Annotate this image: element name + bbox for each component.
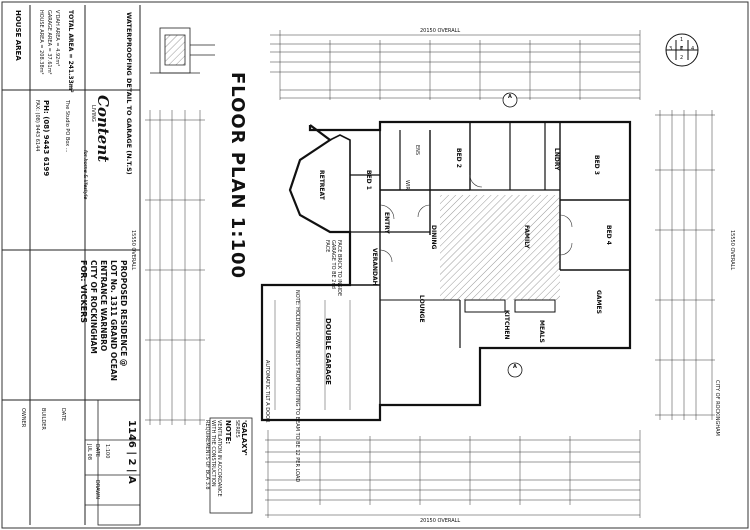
top-overall-dim: 20150 OVERALL (420, 28, 461, 34)
sheet-marker-1: 1 (680, 37, 684, 43)
project-lot: LOT No. 1311 GRAND OCEAN (109, 260, 118, 381)
house-area-label: HOUSE AREA = (38, 10, 44, 49)
room-retreat: RETREAT (318, 170, 325, 200)
scale-value: 1:100 (104, 444, 110, 459)
company-logo-sub: LIVING (90, 105, 96, 122)
garage-lines (274, 300, 351, 410)
model-name: 'GALAXY' (240, 420, 248, 456)
left-overall-dim: 15550 OVERALL (130, 230, 136, 271)
drawing-number: 1146 | 2 | A (126, 420, 137, 484)
company-logo: Content (94, 95, 112, 163)
room-bed2: BED 2 (455, 148, 462, 168)
total-area-value: 241.33m² (67, 60, 74, 93)
note-title: NOTE: (224, 420, 232, 445)
room-ens: ENS (414, 145, 420, 156)
top-dimensions (270, 30, 641, 100)
city-label: CITY OF ROCKINGHAM (714, 380, 720, 436)
date-label: DATE (94, 444, 100, 458)
house-area-row-1: HOUSE AREA = 208.38m² (38, 10, 44, 75)
date-value: JUL 08 (86, 444, 92, 460)
family-hatch (440, 195, 560, 300)
room-lndry: LNDRY (553, 148, 560, 171)
sheet-marker-2: 2 (680, 55, 684, 61)
owner-label: OWNER (20, 408, 26, 428)
left-dimensions (145, 110, 205, 425)
project-for: FOR: VICKERS (79, 260, 88, 324)
room-wir: WIR (404, 180, 410, 190)
right-dimensions (655, 110, 715, 420)
face-brick-note: FACE BRICK TO INSIDE GARAGE TO BE 2nd FA… (324, 240, 342, 297)
room-garage: DOUBLE GARAGE (324, 318, 332, 385)
note-text: VENTILATION IN ACCORDANCE WITH THE CONST… (204, 420, 222, 497)
garage-area-value: 37.61m² (46, 53, 52, 75)
note-box (209, 417, 253, 514)
holding-bolts-note: NOTE: HOLDING DOWN BOLTS FROM FOOTING TO… (294, 290, 300, 483)
house-area-value: 208.38m² (38, 50, 44, 75)
garage-area-label: GARAGE AREA = (46, 10, 52, 52)
room-meals: MEALS (538, 320, 545, 343)
company-phone: PH: (08) 9443 6199 (42, 100, 50, 177)
house-area-row-2: GARAGE AREA = 37.61m² (46, 10, 52, 75)
door-swings (379, 174, 573, 263)
total-area-row: TOTAL AREA = 241.33m² (67, 10, 74, 93)
section-marker-top: A (508, 94, 512, 100)
client-date-label: DATE (60, 408, 66, 422)
house-area-title: HOUSE AREA (14, 10, 22, 61)
room-verandah: VERANDAH (371, 248, 378, 286)
sheet-marker-left: 3 (669, 46, 673, 52)
room-bed3: BED 3 (593, 155, 600, 175)
waterproofing-detail (150, 27, 215, 74)
total-area-label: TOTAL AREA = (67, 10, 74, 59)
section-markers (502, 92, 523, 378)
vdah-area-value: 4.92m² (54, 48, 60, 67)
sheet-marker-center: E (680, 46, 684, 52)
sheet-marker (665, 33, 699, 67)
sheet-marker-right: 4 (691, 46, 695, 52)
room-dining: DINING (430, 225, 437, 250)
project-suburb: ENTRANCE WARNBRO (99, 260, 108, 352)
detail-title: WATERPROOFING DETAIL TO GARAGE (N.T.S) (125, 12, 133, 175)
room-bed1: BED 1 (365, 170, 372, 190)
auto-door-label: AUTOMATIC TILT A DOOR (264, 360, 270, 423)
company-fax: FAX: (08) 9443 6144 (34, 100, 40, 152)
room-lounge: LOUNGE (418, 295, 425, 323)
drawn-label: DRAWN (94, 480, 100, 499)
project-label: PROPOSED RESIDENCE @ (119, 260, 128, 367)
vdah-area-label: V'DAH AREA = (54, 10, 60, 47)
room-family: FAMILY (523, 225, 530, 249)
model-note: SERIES (234, 420, 240, 438)
room-kitchen: KITCHEN (503, 310, 510, 340)
company-address: The Studio PO Box ... (64, 100, 70, 153)
section-marker-bottom: A (513, 364, 517, 370)
builder-label: BUILDER (40, 408, 46, 430)
house-area-row-3: V'DAH AREA = 4.92m² (54, 10, 60, 66)
bottom-overall-dim: 20150 OVERALL (420, 518, 461, 524)
walls (260, 120, 632, 422)
project-city: CITY OF ROCKINGHAM (89, 260, 98, 354)
room-games: GAMES (595, 290, 602, 314)
bottom-dimensions (265, 430, 641, 518)
right-title-block (97, 399, 141, 526)
right-overall-dim: 15550 OVERALL (729, 230, 735, 271)
room-entry: ENTRY (383, 212, 390, 234)
room-bed4: BED 4 (605, 225, 612, 245)
plan-title: FLOOR PLAN 1:100 (227, 72, 248, 280)
company-tagline: for home & lifestyle (82, 150, 88, 200)
